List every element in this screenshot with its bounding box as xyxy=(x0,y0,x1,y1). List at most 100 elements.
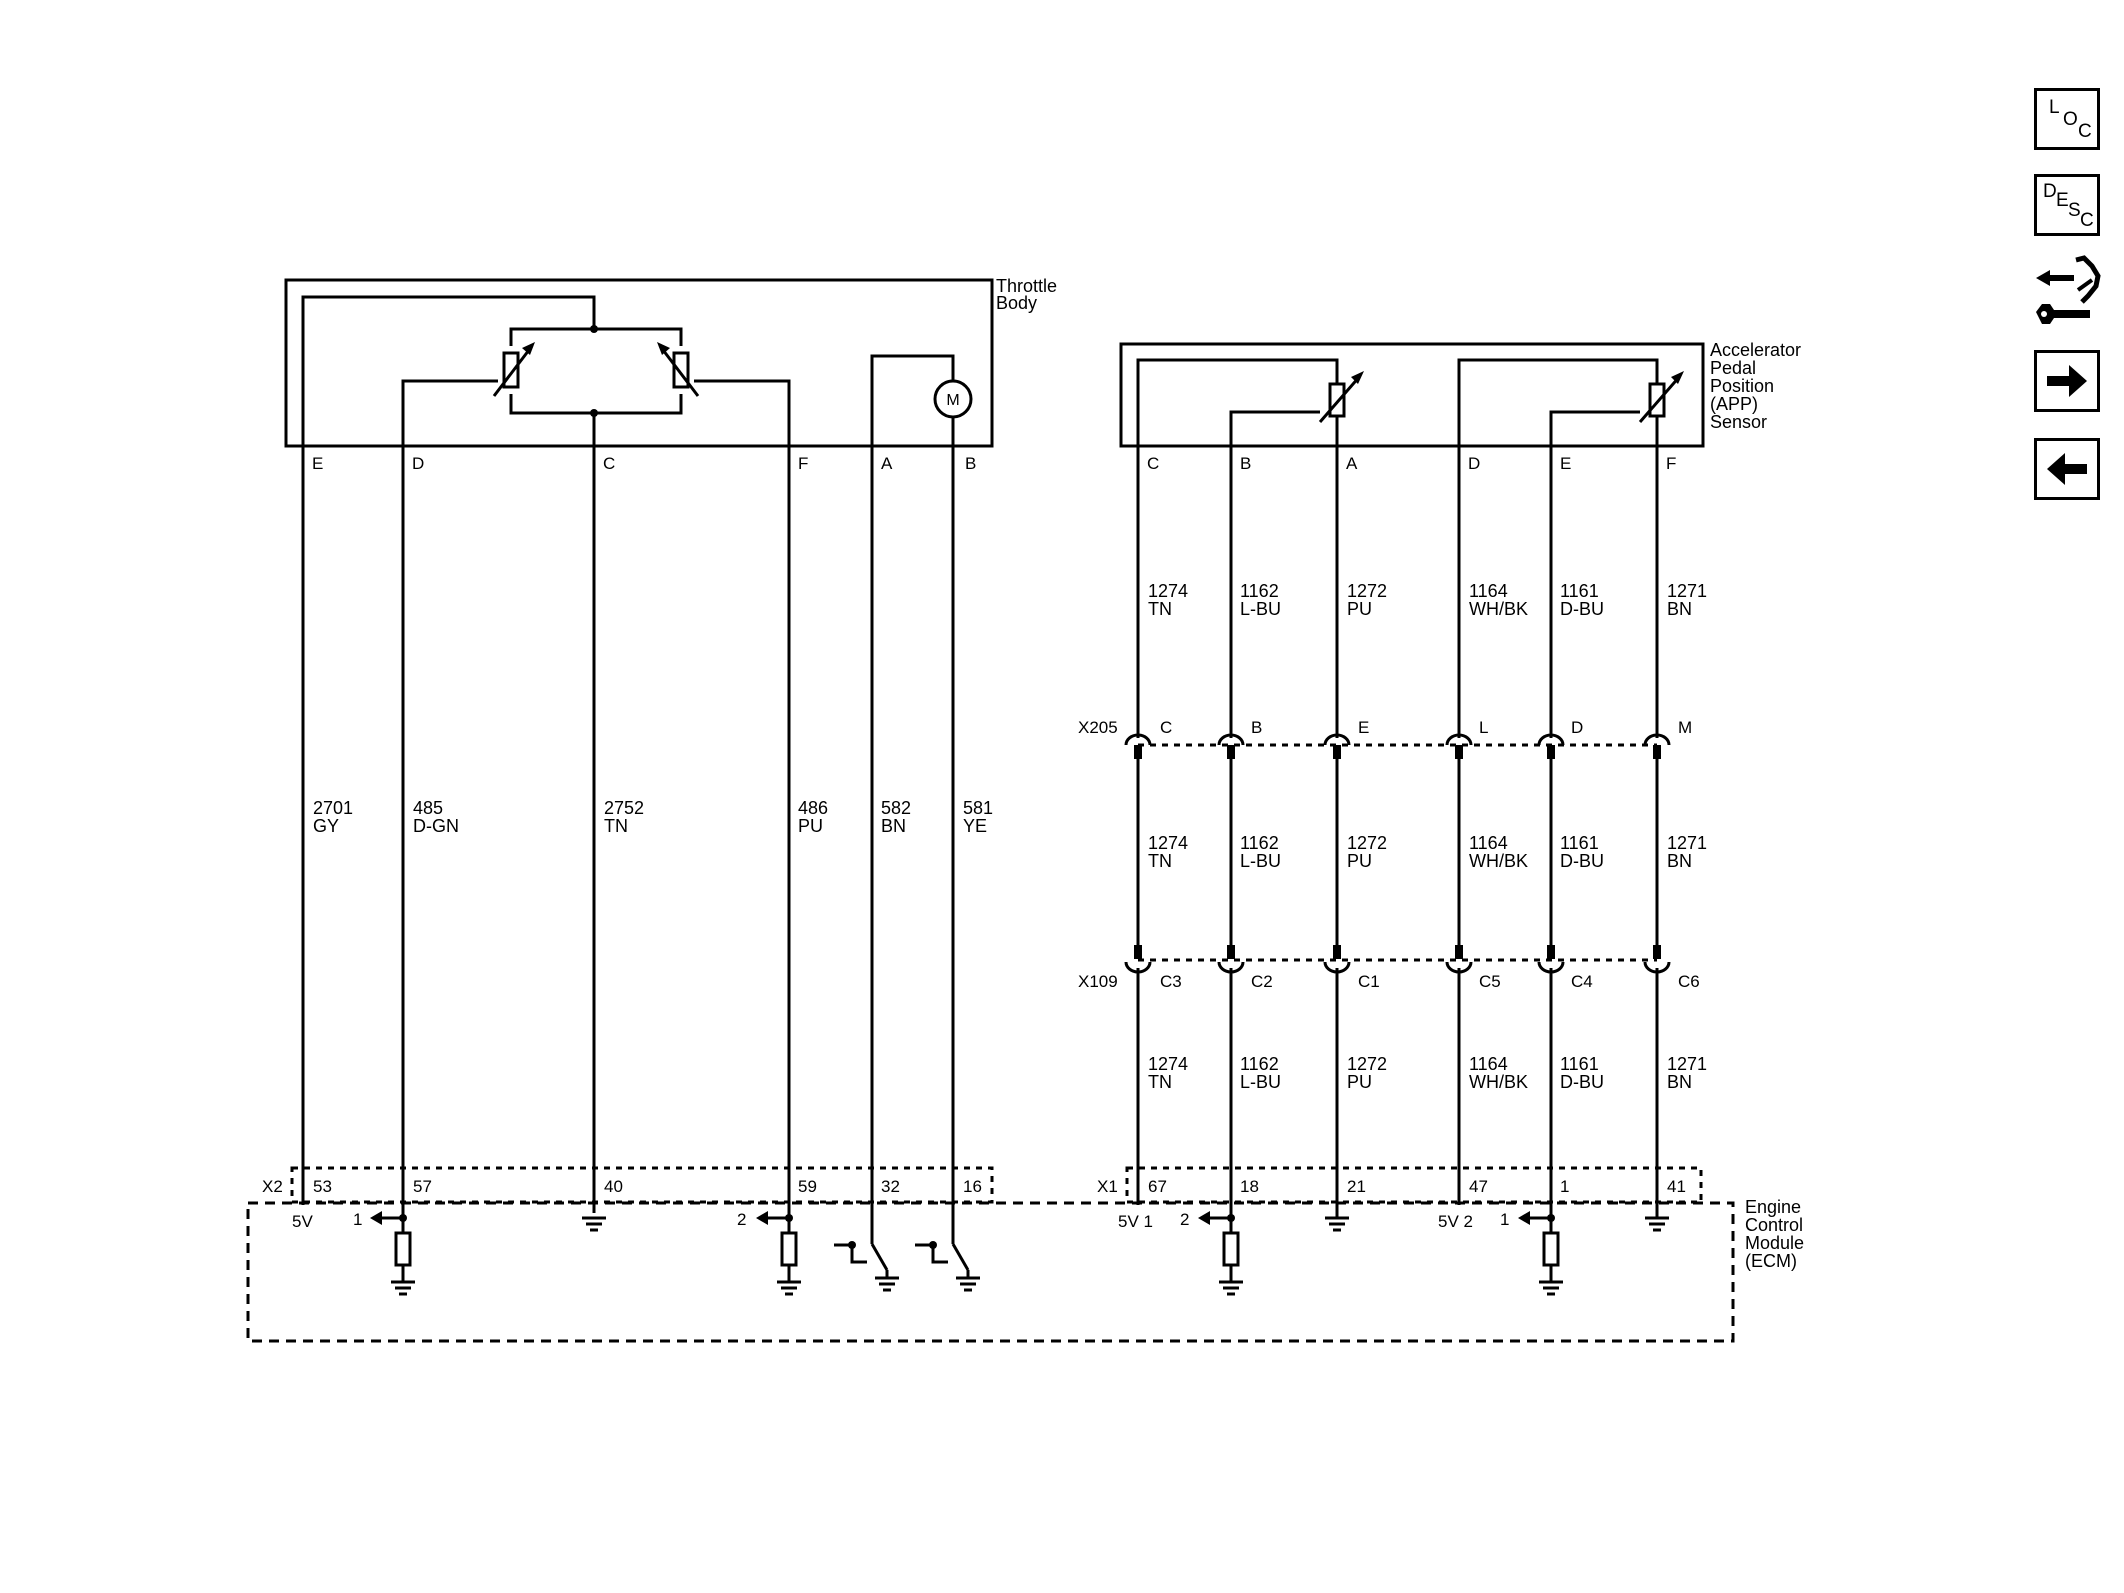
circuit-num: 1272 xyxy=(1347,1054,1387,1074)
circuit-color: WH/BK xyxy=(1469,599,1528,619)
app-title-3: Position xyxy=(1710,376,1774,396)
x205-pin: C xyxy=(1160,718,1172,737)
x205-pin: D xyxy=(1571,718,1583,737)
circuit-color: L-BU xyxy=(1240,1072,1281,1092)
circuit-num: 1271 xyxy=(1667,581,1707,601)
tb-pin-e: E xyxy=(312,454,323,473)
circuit-color: BN xyxy=(1667,599,1692,619)
circuit-color: GY xyxy=(313,816,339,836)
circuit-num: 1162 xyxy=(1240,1054,1279,1074)
tb-pin-b: B xyxy=(965,454,976,473)
circuit-num: 581 xyxy=(963,798,993,818)
connector-repair-button[interactable] xyxy=(2030,250,2104,330)
circuit-num: 1274 xyxy=(1148,833,1188,853)
ecm-app-sig1-label: 1 xyxy=(1500,1210,1509,1229)
next-button[interactable] xyxy=(2034,350,2100,412)
x205-label: X205 xyxy=(1078,718,1118,737)
circuit-num: 582 xyxy=(881,798,911,818)
app-pin: B xyxy=(1240,454,1251,473)
tp-sensor-2-resistor-icon xyxy=(657,342,700,397)
description-button[interactable]: D E S C xyxy=(2034,174,2100,236)
previous-button[interactable] xyxy=(2034,438,2100,500)
ecm-ground-icon xyxy=(582,1216,606,1232)
circuit-color: WH/BK xyxy=(1469,851,1528,871)
throttle-motor-icon: M xyxy=(933,379,973,419)
circuit-num: 1161 xyxy=(1560,833,1599,853)
app-circuit-labels-row-1: 1274 TN 1162 L-BU 1272 PU 1164 WH/BK 116… xyxy=(1148,581,1707,619)
circuit-num: 1162 xyxy=(1240,833,1279,853)
ecm-title-2: Control xyxy=(1745,1215,1803,1235)
arrow-right-icon xyxy=(2047,365,2087,397)
circuit-num: 1274 xyxy=(1148,581,1188,601)
circuit-num: 1164 xyxy=(1469,833,1508,853)
desc-letter-c: C xyxy=(2080,210,2094,231)
circuit-color: YE xyxy=(963,816,987,836)
x109-pin: C4 xyxy=(1571,972,1593,991)
x1-pin: 47 xyxy=(1469,1177,1488,1196)
circuit-num: 1272 xyxy=(1347,833,1387,853)
desc-letter-d: D xyxy=(2043,181,2057,202)
ecm-5v1-label: 5V 1 xyxy=(1118,1212,1153,1231)
app-pin: E xyxy=(1560,454,1571,473)
circuit-num: 2752 xyxy=(604,798,644,818)
app-pin: A xyxy=(1346,454,1358,473)
circuit-color: PU xyxy=(1347,599,1372,619)
desc-letter-s: S xyxy=(2068,200,2081,221)
desc-letter-e: E xyxy=(2056,190,2069,211)
x205-connector: X205 C B E L D M xyxy=(1078,718,1692,759)
ecm-app-sig2-label: 2 xyxy=(1180,1210,1189,1229)
loc-letter-c: C xyxy=(2078,121,2092,142)
circuit-color: TN xyxy=(604,816,628,836)
app-title-5: Sensor xyxy=(1710,412,1767,432)
app-sensor-2-resistor-icon xyxy=(1638,371,1684,423)
app-sensor-1-resistor-icon xyxy=(1318,371,1364,423)
x1-pin: 1 xyxy=(1560,1177,1569,1196)
ecm-sig2-label: 2 xyxy=(737,1210,746,1229)
x109-label: X109 xyxy=(1078,972,1118,991)
tb-pin-f: F xyxy=(798,454,808,473)
tp-sensor-1-resistor-icon xyxy=(492,342,535,397)
x1-pin: 18 xyxy=(1240,1177,1259,1196)
x109-pin: C1 xyxy=(1358,972,1380,991)
circuit-num: 2701 xyxy=(313,798,353,818)
circuit-num: 1274 xyxy=(1148,1054,1188,1074)
x1-label: X1 xyxy=(1097,1177,1118,1196)
circuit-color: D-GN xyxy=(413,816,459,836)
throttle-body-box xyxy=(284,278,994,448)
x205-pin: B xyxy=(1251,718,1262,737)
circuit-color: PU xyxy=(1347,1072,1372,1092)
circuit-num: 1161 xyxy=(1560,581,1599,601)
ecm-motor-driver-a-switch-icon xyxy=(834,1241,899,1292)
circuit-color: BN xyxy=(1667,1072,1692,1092)
app-pin: D xyxy=(1468,454,1480,473)
circuit-color: PU xyxy=(1347,851,1372,871)
loc-letter-o: O xyxy=(2063,109,2078,130)
x109-connector: X109 C3 C2 C1 C5 C4 C6 xyxy=(1078,945,1700,991)
tb-circuit-labels: 2701 GY 485 D-GN 2752 TN 486 PU 582 BN 5… xyxy=(313,798,993,836)
app-title-1: Accelerator xyxy=(1710,340,1801,360)
ecm-app-ground-1-icon xyxy=(1325,1216,1349,1232)
x2-pin: 53 xyxy=(313,1177,332,1196)
x2-pin: 32 xyxy=(881,1177,900,1196)
circuit-num: 1162 xyxy=(1240,581,1279,601)
x205-pin: E xyxy=(1358,718,1369,737)
app-sensor: Accelerator Pedal Position (APP) Sensor … xyxy=(1078,340,1801,1233)
location-button[interactable]: L O C xyxy=(2034,88,2100,150)
circuit-color: WH/BK xyxy=(1469,1072,1528,1092)
tb-pin-a: A xyxy=(881,454,893,473)
x1-pin: 41 xyxy=(1667,1177,1686,1196)
ecm-app-signal-1-circuit: 1 xyxy=(1500,1210,1563,1296)
x205-pin: L xyxy=(1479,718,1488,737)
circuit-num: 485 xyxy=(413,798,443,818)
tb-pin-d: D xyxy=(412,454,424,473)
circuit-num: 1164 xyxy=(1469,1054,1508,1074)
circuit-color: TN xyxy=(1148,599,1172,619)
circuit-color: TN xyxy=(1148,1072,1172,1092)
ecm-title-3: Module xyxy=(1745,1233,1804,1253)
ecm-5v2-label: 5V 2 xyxy=(1438,1212,1473,1231)
x109-pin: C2 xyxy=(1251,972,1273,991)
x1-connector xyxy=(1125,1166,1703,1204)
ecm-sig1-label: 1 xyxy=(353,1210,362,1229)
circuit-num: 1164 xyxy=(1469,581,1508,601)
app-pin: C xyxy=(1147,454,1159,473)
